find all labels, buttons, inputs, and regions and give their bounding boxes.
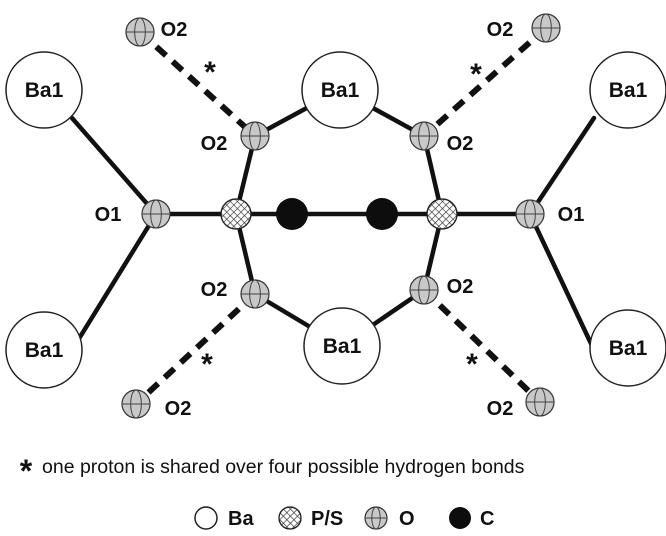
c-atom-left: [276, 198, 308, 230]
ba-atom-top-center: [301, 51, 379, 129]
c-atom-right: [366, 198, 398, 230]
ps-atom-right: [426, 198, 458, 230]
legend-ps: P/S: [278, 506, 343, 530]
label-o2-ring-upper-left: O2: [201, 133, 228, 155]
label-o2-ring-lower-right: O2: [447, 276, 474, 298]
barium-atoms: [5, 51, 666, 389]
label-o2-ring-upper-right: O2: [447, 133, 474, 155]
ps-atom-left: [220, 198, 252, 230]
hydrogen-bonds: [133, 25, 548, 407]
label-ba-top-center: Ba1: [321, 79, 360, 102]
legend-c-swatch: [449, 507, 471, 529]
legend-ps-label: P/S: [311, 508, 343, 530]
carbon-atoms: [276, 198, 398, 230]
label-o1-right: O1: [558, 204, 585, 226]
label-o2-ring-lower-left: O2: [201, 279, 228, 301]
o2-atom-far-upper-left: [125, 17, 155, 47]
bond-ba-o1-lower-right: [527, 211, 597, 353]
label-ba-bottom-left: Ba1: [25, 339, 64, 362]
legend-o-swatch: [364, 506, 388, 530]
hbond-marker-lower-left: *: [201, 348, 213, 381]
bond-ba-o1-upper-right: [527, 115, 597, 217]
footnote-text: one proton is shared over four possible …: [42, 456, 525, 478]
ba-atom-bottom-left: [5, 311, 83, 389]
legend-ba: Ba: [194, 506, 254, 530]
o2-atom-far-upper-right: [531, 13, 561, 43]
legend-ba-swatch: [194, 506, 218, 530]
label-o2-far-upper-right: O2: [487, 19, 514, 41]
label-ba-bottom-right: Ba1: [609, 337, 648, 360]
legend-o: O: [364, 506, 415, 530]
bond-ba-o1-lower-left: [69, 211, 159, 353]
o1-atom-right: [515, 199, 545, 229]
footnote: * one proton is shared over four possibl…: [20, 453, 525, 489]
label-ba-top-right: Ba1: [609, 79, 648, 102]
legend-o-label: O: [399, 508, 415, 530]
ba-atom-bottom-right: [589, 309, 666, 387]
label-o2-far-lower-right: O2: [487, 398, 514, 420]
hbond-marker-lower-right: *: [466, 348, 478, 381]
o2-atom-far-lower-right: [525, 387, 555, 417]
hbond-lower-left: [133, 291, 258, 407]
legend: Ba P/S O C: [194, 506, 494, 530]
footnote-marker: *: [20, 453, 33, 489]
legend-ps-swatch: [278, 506, 302, 530]
o2-atom-ring-upper-left: [240, 121, 270, 151]
legend-c-label: C: [480, 508, 494, 530]
hbond-lower-right: [421, 287, 543, 405]
legend-ba-label: Ba: [228, 508, 254, 530]
oxygen-atoms: [121, 13, 561, 419]
hbond-marker-upper-left: *: [204, 56, 216, 89]
label-o2-far-upper-left: O2: [161, 19, 188, 41]
bond-ba-o1-upper-left: [69, 115, 159, 217]
o2-atom-ring-lower-left: [240, 279, 270, 309]
label-ba-bottom-center: Ba1: [323, 335, 362, 358]
hbond-markers: * * * *: [201, 56, 482, 381]
o2-atom-far-lower-left: [121, 389, 151, 419]
o1-atom-left: [141, 199, 171, 229]
label-ba-top-left: Ba1: [25, 79, 64, 102]
hbond-upper-left: [137, 29, 258, 139]
hbond-upper-right: [422, 25, 548, 139]
ba-atom-top-left: [5, 51, 83, 129]
legend-c: C: [449, 507, 494, 530]
hbond-marker-upper-right: *: [470, 58, 482, 91]
legend-o-circle: [364, 506, 388, 530]
o2-atom-ring-upper-right: [409, 121, 439, 151]
ps-atoms: [220, 198, 458, 230]
atom-labels: Ba1 Ba1 Ba1 Ba1 Ba1 Ba1 O1 O1 O2 O2 O2 O…: [25, 19, 648, 420]
label-o1-left: O1: [95, 204, 122, 226]
ba-atom-bottom-center: [303, 307, 381, 385]
label-o2-far-lower-left: O2: [165, 398, 192, 420]
ba-atom-top-right: [589, 51, 666, 129]
o2-atom-ring-lower-right: [409, 275, 439, 305]
